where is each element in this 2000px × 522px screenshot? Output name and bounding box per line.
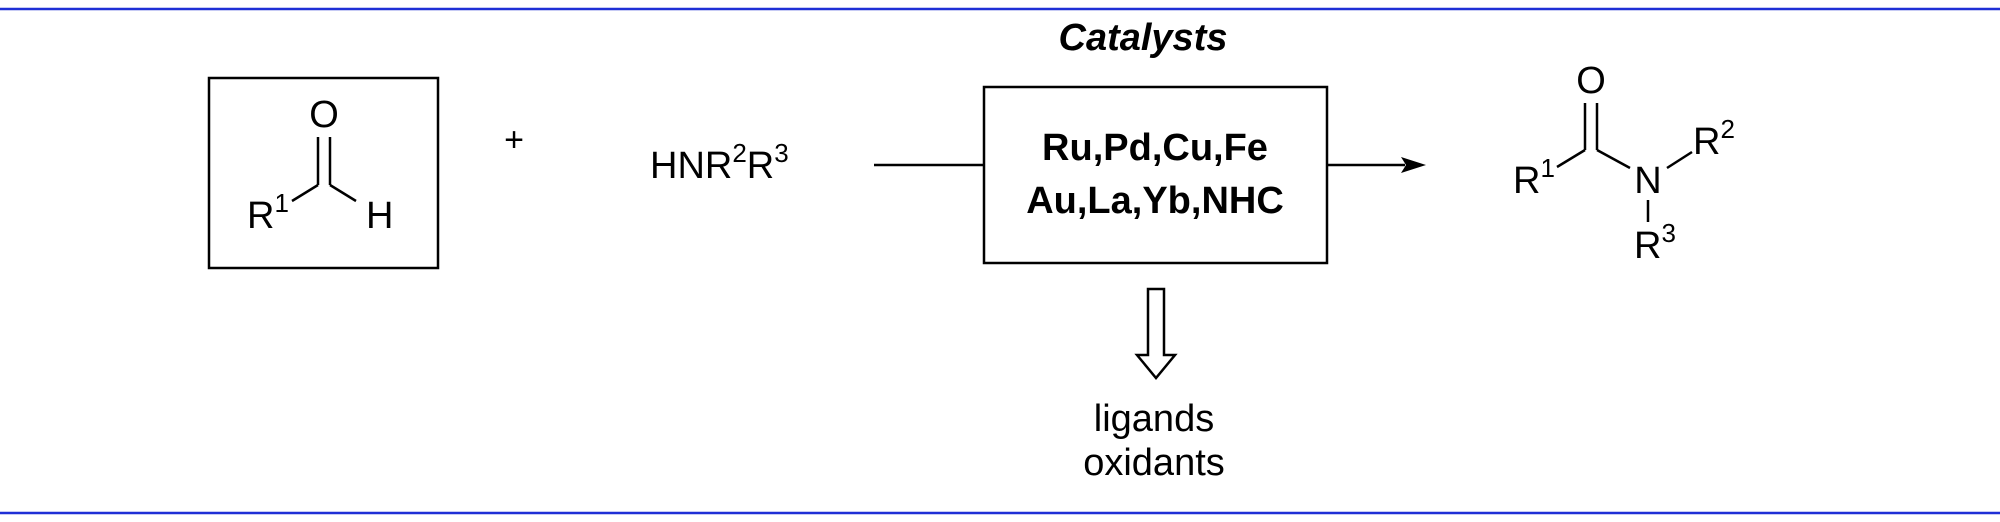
product-n-bond	[1596, 148, 1631, 170]
product-r2: R2	[1693, 114, 1735, 163]
amide-product: O R1 N R2 R3	[1513, 60, 1735, 267]
additives-line-2: oxidants	[1083, 442, 1225, 484]
catalysts-box: Ru,Pd,Cu,Fe Au,La,Yb,NHC	[982, 85, 1329, 265]
product-nitrogen: N	[1634, 160, 1661, 202]
reaction-arrowhead	[1401, 157, 1426, 173]
catalysts-box-frame	[982, 85, 1329, 265]
catalysts-line-1: Ru,Pd,Cu,Fe	[1042, 127, 1268, 169]
product-r2-bond	[1666, 150, 1693, 170]
product-r3: R3	[1634, 218, 1676, 267]
aldehyde-r-group: R1	[247, 188, 289, 237]
product-oxygen: O	[1576, 60, 1606, 102]
aldehyde-oxygen: O	[309, 94, 339, 136]
catalysts-title: Catalysts	[1059, 17, 1228, 59]
aldehyde-h-bond	[329, 183, 357, 203]
aldehyde-r-bond	[291, 183, 319, 203]
aldehyde-hydrogen: H	[366, 195, 393, 237]
aldehyde-reactant: O R1 H	[207, 76, 440, 270]
aldehyde-box	[207, 76, 440, 270]
catalysts-line-2: Au,La,Yb,NHC	[1026, 180, 1284, 222]
hollow-down-arrow	[1134, 287, 1178, 380]
product-r1-bond	[1556, 148, 1586, 169]
plus-sign: +	[504, 121, 524, 159]
additives-line-1: ligands	[1094, 398, 1214, 440]
amine-reactant: HNR2R3	[650, 138, 789, 187]
product-r1: R1	[1513, 153, 1555, 202]
